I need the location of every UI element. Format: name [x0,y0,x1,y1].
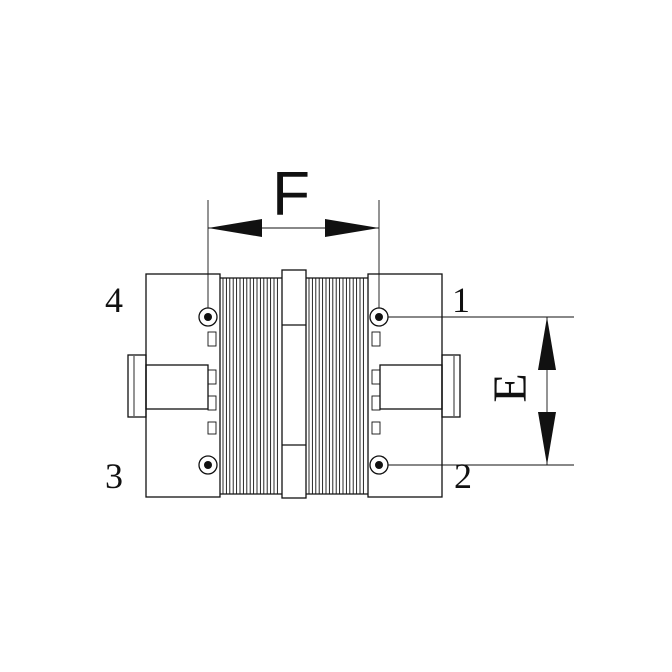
dimension-e: E [388,316,574,466]
left-hub [127,273,221,498]
right-hub [367,273,461,498]
dimension-e-bottom-arrow [538,412,556,465]
terminal-2-screw [369,455,389,475]
terminal-1-screw [369,307,389,327]
center-spacer [281,269,307,499]
terminal-4-screw [198,307,218,327]
terminal-3-screw [198,455,218,475]
terminal-label-3: 3 [105,456,123,496]
dimension-e-label: E [484,373,537,402]
dimension-f-label: F [272,160,310,229]
right-bellows [306,277,368,495]
dimension-f-left-arrow [208,219,262,237]
terminal-label-1: 1 [452,280,470,320]
dimension-e-top-arrow [538,317,556,370]
dimension-f: F [207,160,380,308]
terminal-label-4: 4 [105,280,123,320]
dimension-f-right-arrow [325,219,379,237]
left-bellows [220,277,282,495]
terminal-label-2: 2 [454,456,472,496]
